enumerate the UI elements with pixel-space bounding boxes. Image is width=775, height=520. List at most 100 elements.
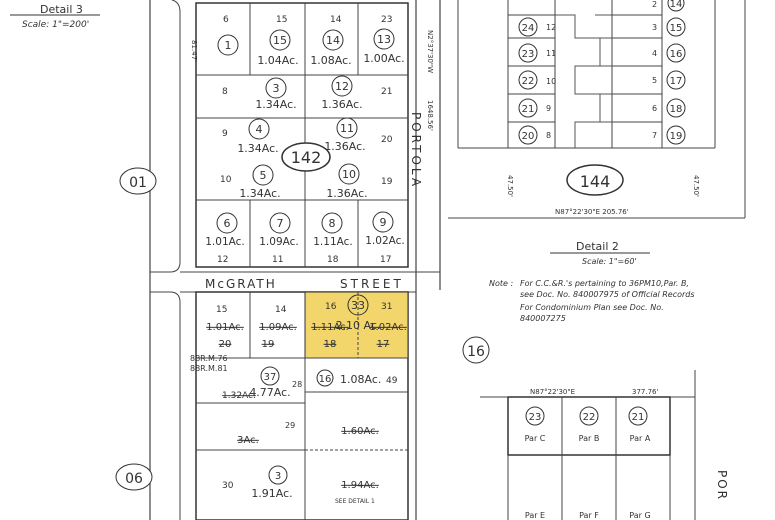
parcel-number: 17	[670, 76, 683, 87]
lot-number: 20	[381, 135, 393, 145]
book-number-01: 01	[129, 175, 147, 191]
parcel-circle	[322, 29, 344, 51]
parcel-number: 24	[522, 23, 535, 34]
struck-lot: 18	[324, 339, 337, 350]
lot-number: 30	[222, 481, 234, 491]
lot-number: 23	[381, 15, 392, 25]
street-label-street: STREET	[340, 277, 404, 291]
parcel-number: 20	[522, 131, 535, 142]
acreage-16: 1.08Ac.	[340, 373, 381, 386]
parcel-number: 15	[273, 34, 287, 47]
struck-lot: 19	[262, 339, 275, 350]
parcel-circle	[336, 117, 358, 139]
lot-number: 21	[381, 87, 392, 97]
parcel-circle	[269, 212, 291, 234]
pm-reference: 88R.M.76	[190, 354, 228, 363]
parcel-circle	[252, 164, 274, 186]
parcel-number-33: 33	[351, 299, 365, 312]
acreage: 1.34Ac.	[255, 98, 296, 111]
parcel-circle	[518, 70, 538, 90]
lot-number: 49	[386, 376, 398, 386]
parcel-number-16: 16	[319, 374, 332, 385]
acreage: 1.11Ac.	[313, 236, 353, 248]
acreage: 1.36Ac.	[324, 140, 365, 153]
street-label-mcgrath: McGRATH	[205, 277, 277, 291]
parcel-circle-3	[268, 465, 288, 485]
dim-label: N2°37'30"W	[426, 30, 434, 73]
parcel-circle-37	[260, 366, 280, 386]
parcel-label: Par B	[579, 434, 600, 443]
struck-acreage: 1.60Ac.	[341, 426, 379, 437]
note-line-1: For C.C.&R.'s pertaining to 36PM10,Par. …	[520, 279, 689, 288]
parcel-circle	[666, 17, 686, 37]
lot-number: 28	[292, 380, 302, 389]
note-line-3: For Condominium Plan see Doc. No.	[520, 303, 664, 312]
struck-lot: 17	[377, 339, 390, 350]
bearing-label: N87°22'30"E 205.76'	[555, 208, 629, 216]
lot-number: 12	[546, 23, 556, 32]
lot-number: 8	[222, 87, 228, 97]
condo-outline	[590, 14, 612, 123]
lot-number: 6	[652, 104, 657, 113]
book-oval-144	[566, 164, 624, 196]
parcel-circle	[579, 406, 599, 426]
dim-label: 1648.56'	[426, 100, 434, 131]
parcel-number: 22	[583, 412, 596, 423]
parcel-circle-16	[316, 369, 334, 387]
parcel-circle	[666, 70, 686, 90]
lot-number: 5	[652, 76, 657, 85]
book-oval-01	[119, 167, 157, 195]
parcel-circle	[628, 406, 648, 426]
acreage: 1.00Ac.	[363, 52, 404, 65]
parcel-label: Par E	[525, 511, 545, 520]
book-number-06: 06	[125, 471, 143, 487]
parcel-number: 5	[260, 169, 267, 182]
lot-number: 11	[546, 49, 556, 58]
parcel-circle	[265, 77, 287, 99]
struck-acreage: 1.09Ac.	[259, 322, 297, 333]
lot-number: 15	[216, 305, 227, 315]
parcel-number: 14	[670, 0, 683, 10]
parcel-number: 8	[329, 217, 336, 230]
lot-number: 7	[652, 131, 657, 140]
lot-number: 4	[652, 49, 657, 58]
lot-number: 10	[546, 77, 556, 86]
note-line-2: see Doc. No. 840007975 of Official Recor…	[520, 290, 695, 299]
parcel-circle	[518, 125, 538, 145]
parcel-label: Par G	[629, 511, 650, 520]
lot-number: 9	[222, 129, 228, 139]
note-label: Note :	[489, 279, 513, 288]
pm-reference: 88R.M.81	[190, 364, 228, 373]
parcel-number: 21	[632, 412, 645, 423]
acreage: 1.34Ac.	[237, 142, 278, 155]
parcel-circle	[666, 98, 686, 118]
book-oval-142	[281, 142, 331, 172]
parcel-number: 6	[224, 217, 231, 230]
lot-number: 3	[652, 23, 657, 32]
parcel-number: 23	[522, 49, 535, 60]
acreage: 1.36Ac.	[321, 98, 362, 111]
parcel-number: 22	[522, 76, 535, 87]
parcel-33-highlight	[304, 291, 409, 359]
struck-acreage: 1.94Ac.	[341, 480, 379, 491]
acreage: 1.02Ac.	[365, 235, 405, 247]
detail2-title: Detail 2	[576, 240, 619, 253]
book-circle-16	[462, 336, 490, 364]
parcel-circle	[667, 0, 685, 12]
lot-number: 31	[381, 302, 392, 312]
book-number-16: 16	[467, 344, 485, 360]
parcel-number: 16	[670, 49, 683, 60]
parcel-circle	[338, 163, 360, 185]
lot-number: 11	[272, 255, 283, 265]
lot-number: 16	[325, 302, 337, 312]
acreage-3: 1.91Ac.	[251, 487, 292, 500]
parcel-label: Par A	[630, 434, 651, 443]
struck-lot: 20	[219, 339, 232, 350]
parcel-label: Par F	[579, 511, 599, 520]
parcel-circle	[217, 34, 239, 56]
book-number-144: 144	[580, 172, 611, 191]
parcel-number: 12	[335, 80, 349, 93]
struck-acreage: 1.32Ac.	[222, 391, 256, 401]
